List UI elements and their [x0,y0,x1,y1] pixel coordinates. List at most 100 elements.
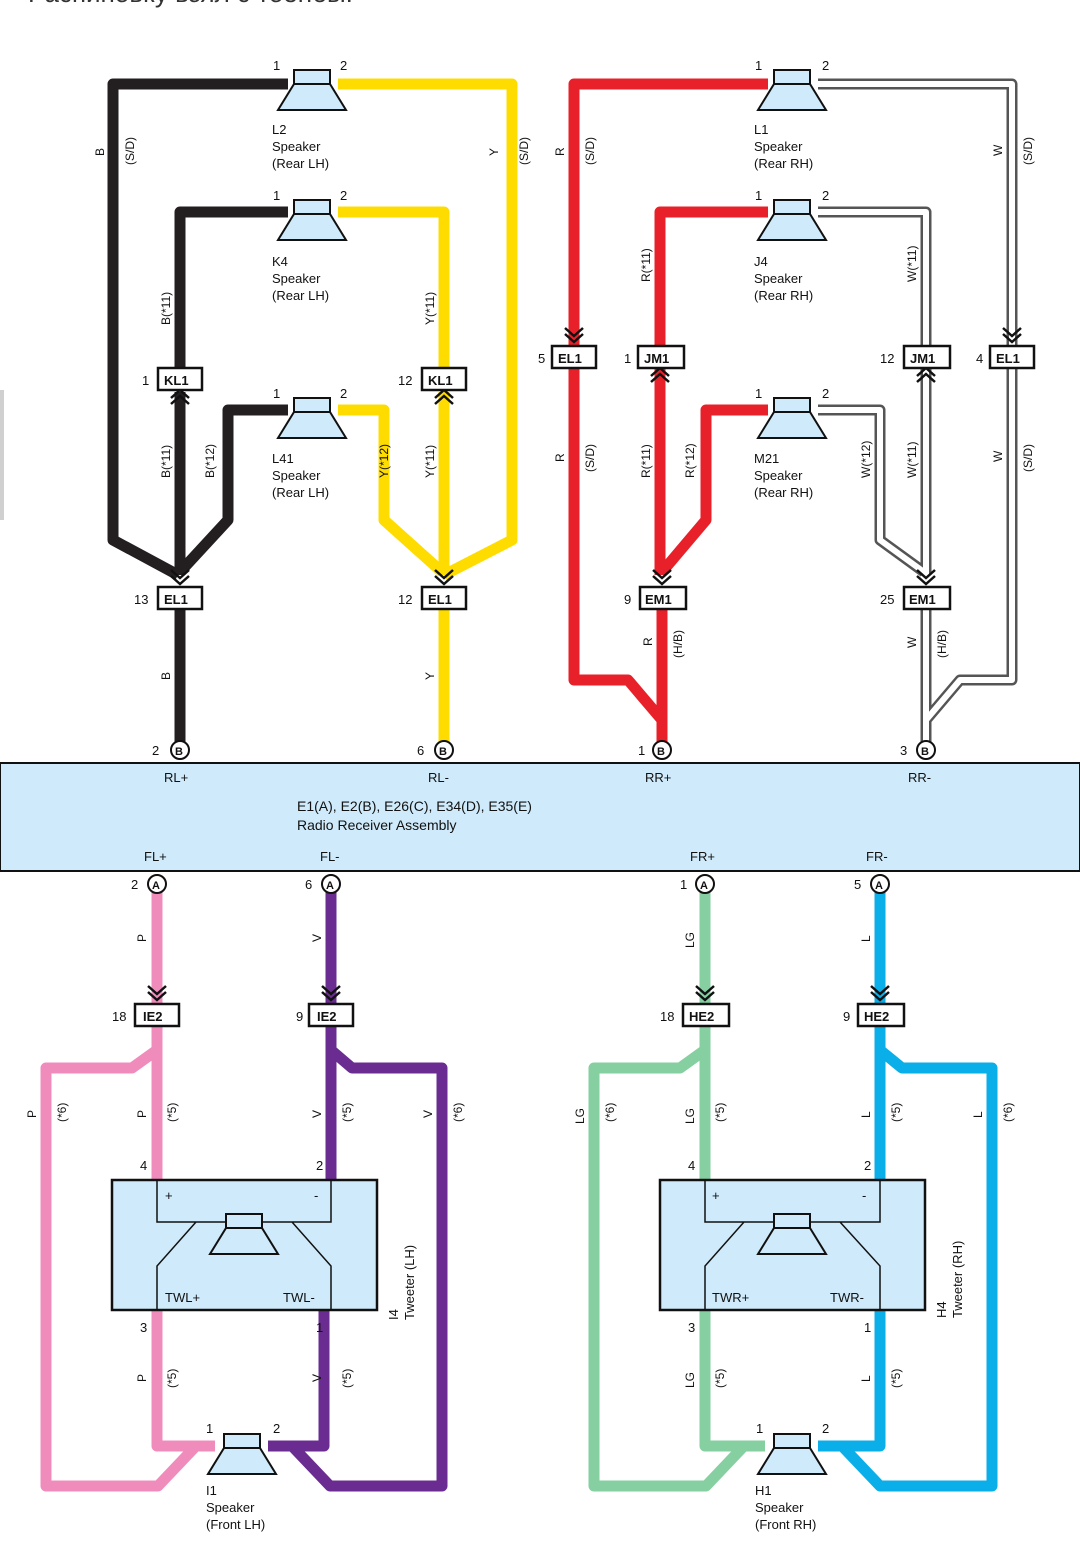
pin-label: 2 [340,188,347,203]
connector-kl1-right: KL1 12 [398,366,468,406]
wire-label: B(*11) [159,445,173,478]
speaker-i1: 1 2 I1 Speaker (Front LH) [206,1421,280,1532]
tweeter-i4-plus: + [165,1188,173,1203]
speaker-l41-position: (Rear LH) [272,485,329,500]
terminal-b-rl-plus: B 2 [152,740,190,760]
tweeter-i4: + - TWL+ TWL- 4 2 3 1 I4 Tweeter (LH) [110,1158,417,1335]
pin-label: 4 [140,1158,147,1173]
speaker-l2-position: (Rear LH) [272,156,329,171]
wires-yellow [338,78,518,742]
speaker-j4-type: Speaker [754,271,803,286]
wire-label: (*5) [713,1369,727,1388]
pin-label: 12 [880,351,894,366]
speaker-m21: 1 2 M21 Speaker (Rear RH) [754,386,829,500]
speaker-l1: 1 2 L1 Speaker (Rear RH) [754,58,829,171]
connector-id: EL1 [428,592,452,607]
pin-label: 1 [756,1421,763,1436]
terminal-b-rl-minus: B 6 [417,740,454,760]
connector-id: JM1 [910,351,935,366]
wire-label: (*5) [165,1103,179,1122]
connector-id: KL1 [428,373,453,388]
wire-label: V [310,934,324,942]
wire-label: (S/D) [123,137,137,165]
speaker-l1-id: L1 [754,122,768,137]
wire-label: LG [683,1372,697,1388]
wires-red [568,78,768,742]
connector-id: IE2 [317,1009,337,1024]
page-heading: Распиновку взял с тоенбы: [28,0,353,8]
wire-label: P [135,1110,149,1118]
pin-label: 1 [680,877,687,892]
speaker-l2-id: L2 [272,122,286,137]
wire-label: V [421,1110,435,1118]
wire-lg-tweeter-speaker [699,1310,765,1452]
pin-label: 2 [316,1158,323,1173]
wire-label: W [991,450,1005,462]
pin-label: 1 [273,386,280,401]
connector-id: EM1 [645,592,672,607]
connector-id: HE2 [689,1009,714,1024]
wire-yellow-l2 [338,78,518,580]
speaker-l1-position: (Rear RH) [754,156,813,171]
wire-label: LG [573,1108,587,1124]
speaker-m21-position: (Rear RH) [754,485,813,500]
wire-label: B(*11) [159,292,173,325]
speaker-k4-type: Speaker [272,271,321,286]
pin-label: 2 [340,58,347,73]
speaker-h1-position: (Front RH) [755,1517,816,1532]
wire-label: (*6) [451,1103,465,1122]
wire-label: W [991,144,1005,156]
pin-label: 4 [688,1158,695,1173]
radio-receiver-assembly: E1(A), E2(B), E26(C), E34(D), E35(E) Rad… [0,762,1080,872]
wire-red-el1-radio [568,368,668,742]
wire-label: (S/D) [583,137,597,165]
wire-label: Y [487,148,501,156]
pin-label: 1 [624,351,631,366]
tweeter-h4-out-plus: TWR+ [712,1290,749,1305]
pin-label: 2 [822,58,829,73]
wire-labels: B (S/D) B(*11) B(*11) B(*12) B Y (S/D) Y… [25,137,1035,1388]
tweeter-i4-name: Tweeter (LH) [402,1245,417,1320]
pin-label: 5 [538,351,545,366]
pin-label: 1 [755,58,762,73]
tweeter-i4-out-plus: TWL+ [165,1290,200,1305]
pin-label: 1 [142,373,149,388]
connector-em1-red: EM1 9 [624,568,688,611]
wire-red-l1 [568,78,768,348]
tweeter-h4: + - TWR+ TWR- 4 2 3 1 H4 Tweeter (RH) [658,1158,965,1335]
pin-label: 1 [206,1421,213,1436]
speaker-j4-id: J4 [754,254,768,269]
speaker-k4-id: K4 [272,254,288,269]
wire-label: (*5) [340,1369,354,1388]
wire-label: (H/B) [671,630,685,658]
wire-label: (*5) [165,1369,179,1388]
terminal-a-fl-minus: A 6 [305,874,341,894]
wire-label: R(*11) [639,248,653,282]
connector-id: EL1 [558,351,582,366]
wire-label: Y [423,672,437,680]
pin-label: 3 [900,743,907,758]
speaker-k4-icon [277,199,347,241]
terminal-letter: A [326,880,334,892]
wire-label: W [905,636,919,648]
pin-label: 13 [134,592,148,607]
wires-light-green [588,892,765,1492]
speaker-m21-id: M21 [754,451,779,466]
terminal-letter: B [175,746,183,758]
tweeter-h4-name: Tweeter (RH) [950,1241,965,1318]
left-edge-mark [0,390,4,520]
wire-label: R(*12) [683,443,697,478]
output-fl-minus: FL- [320,849,340,864]
wire-label: (*5) [889,1369,903,1388]
output-rl-minus: RL- [428,770,449,785]
terminal-letter: B [439,746,447,758]
wire-label: (*5) [889,1103,903,1122]
wire-label: L [859,1111,873,1118]
wire-label: Y(*11) [423,292,437,325]
speaker-k4: 1 2 K4 Speaker (Rear LH) [272,188,347,303]
wire-label: (S/D) [1021,137,1035,165]
speaker-k4-position: (Rear LH) [272,288,329,303]
speaker-i1-type: Speaker [206,1500,255,1515]
